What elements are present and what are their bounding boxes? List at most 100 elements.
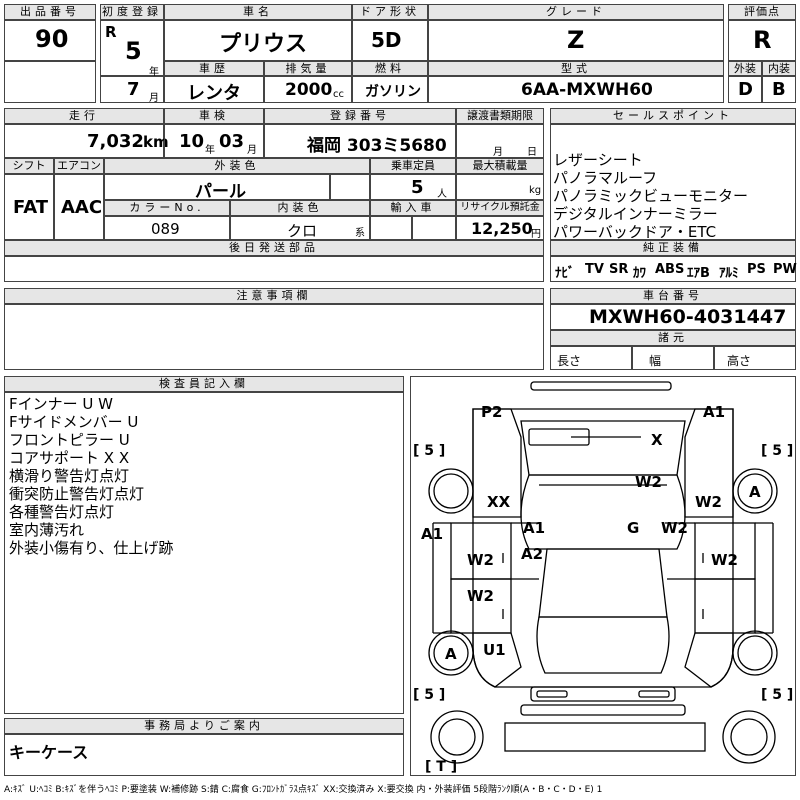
- ext-score-label: 外装: [728, 61, 762, 76]
- door-value: 5D: [371, 28, 402, 52]
- sales-point-1: レザーシート: [553, 151, 643, 169]
- model-label: 型式: [428, 61, 724, 76]
- fuel-value: ガソリン: [365, 84, 421, 100]
- tire-left-rear-depth: [ 5 ]: [413, 687, 445, 703]
- int-score-label: 内装: [762, 61, 796, 76]
- mark-a1-left-door: A1: [421, 525, 443, 543]
- office-cell: キーケース: [4, 734, 404, 776]
- first-reg-year: 5: [125, 37, 142, 65]
- first-reg-era: R: [105, 23, 117, 41]
- color-no-cell: 089: [104, 216, 230, 240]
- mileage-unit: km: [143, 133, 169, 151]
- equip-abs: ABS: [655, 262, 685, 277]
- sales-point-2: パノラマルーフ: [553, 169, 658, 187]
- mileage-cell: 7,032 km: [4, 124, 169, 158]
- displacement-cell: 2000 cc: [264, 76, 352, 103]
- int-color-value: クロ: [287, 222, 318, 240]
- history-cell: レンタ: [164, 76, 264, 104]
- plate-cell: 福岡 303ミ5680: [264, 124, 456, 158]
- color-no-value: 089: [151, 220, 180, 238]
- right-rear-fender: [684, 632, 734, 688]
- mark-w2-left-rear-door: W2: [467, 587, 494, 605]
- int-color-label: 内装色: [230, 200, 370, 216]
- lot-no-value: 90: [35, 25, 69, 53]
- displacement-label: 排気量: [264, 61, 352, 76]
- right-rear-door: [694, 578, 756, 634]
- shift-cell: FAT: [4, 174, 54, 240]
- ext-color-value: パール: [195, 182, 246, 202]
- sales-points-cell: レザーシート パノラマルーフ パノラミックビューモニター デジタルインナーミラー…: [550, 124, 796, 241]
- model-value: 6AA-MXWH60: [521, 80, 653, 100]
- inspector-label: 検査員記入欄: [4, 376, 404, 392]
- notes-cell: [4, 304, 544, 370]
- tire-left-front-depth: [ 5 ]: [413, 443, 445, 459]
- score-label: 評価点: [728, 4, 796, 20]
- ac-cell: AAC: [54, 174, 104, 240]
- plate-label: 登録番号: [264, 108, 456, 124]
- equip-airbag: ｴｱB: [687, 266, 710, 281]
- capacity-value: 5: [411, 177, 424, 198]
- rear-window: [536, 616, 670, 674]
- lot-no-blank: [4, 61, 96, 103]
- chassis-value: MXWH60-4031447: [589, 306, 787, 328]
- plate-value: 福岡 303ミ5680: [307, 136, 447, 156]
- windshield: [520, 474, 686, 550]
- right-front-wheel: [732, 468, 778, 514]
- inspection-year: 10: [179, 131, 205, 152]
- inspector-line-5: 横滑り警告灯点灯: [9, 467, 130, 485]
- grade-label: グレード: [428, 4, 724, 20]
- tire-right-front-depth: [ 5 ]: [761, 443, 793, 459]
- left-front-fender: [472, 408, 522, 518]
- car-name-cell: プリウス: [164, 20, 352, 61]
- specs-width-cell: 幅: [632, 346, 714, 370]
- door-cell: 5D: [352, 20, 428, 61]
- first-reg-year-unit: 年: [149, 67, 159, 78]
- transfer-month-unit: 月: [493, 147, 503, 158]
- mileage-value: 7,032: [87, 131, 144, 152]
- displacement-value: 2000: [285, 80, 333, 100]
- ext-score-cell: D: [728, 76, 762, 103]
- sales-point-3: パノラミックビューモニター: [553, 187, 749, 205]
- mark-a-left-rear-wheel: A: [445, 645, 457, 663]
- max-load-unit: kg: [529, 185, 542, 196]
- mark-a2-left: A2: [521, 545, 543, 563]
- sales-point-4: デジタルインナーミラー: [553, 205, 718, 223]
- first-reg-label: 初度登録: [100, 4, 164, 20]
- ext-color-label: 外装色: [104, 158, 370, 174]
- model-cell: 6AA-MXWH60: [428, 76, 724, 103]
- transfer-label: 譲渡書類期限: [456, 108, 544, 124]
- office-label: 事務局よりご案内: [4, 718, 404, 734]
- specs-label: 諸元: [550, 330, 796, 346]
- mark-w2-right-front-door: W2: [711, 551, 738, 569]
- lot-no-cell: 90: [4, 20, 96, 61]
- equip-alloy: ｱﾙﾐ: [719, 266, 739, 281]
- mark-w2-right-pillar: W2: [661, 519, 688, 537]
- capacity-label: 乗車定員: [370, 158, 456, 174]
- int-color-cell: クロ 系: [230, 216, 370, 240]
- equip-tv: TV: [585, 262, 604, 277]
- fuel-label: 燃料: [352, 61, 428, 76]
- rear-bumper: [530, 686, 676, 702]
- rear-bottom-strip: [520, 704, 686, 716]
- legend-text: A:ｷｽﾞ U:ﾍｺﾐ B:ｷｽﾞを伴うﾍｺﾐ P:要塗装 W:補修跡 S:錆 …: [4, 785, 603, 795]
- inspector-cell: Fインナー U W Fサイドメンバー U フロントピラー U コアサポート X …: [4, 392, 404, 714]
- inspector-line-8: 室内薄汚れ: [9, 521, 85, 539]
- mark-a-right-front-wheel: A: [749, 483, 761, 501]
- equip-navi: ﾅﾋﾞ: [555, 266, 575, 281]
- roof: [538, 548, 668, 618]
- later-parts-label: 後日発送部品: [4, 240, 544, 256]
- mark-u1-left-rear: U1: [483, 641, 506, 659]
- transfer-cell: 月 日: [456, 124, 544, 158]
- trunk-floor: [504, 722, 706, 752]
- mark-x-front: X: [651, 431, 663, 449]
- chassis-label: 車台番号: [550, 288, 796, 304]
- first-reg-month-unit: 月: [149, 93, 159, 104]
- history-value: レンタ: [187, 83, 241, 104]
- notes-label: 注意事項欄: [4, 288, 544, 304]
- later-parts-cell: [4, 256, 544, 282]
- car-name-label: 車名: [164, 4, 352, 20]
- mark-p2: P2: [481, 403, 502, 421]
- ext-score-value: D: [738, 79, 753, 100]
- lot-no-label: 出品番号: [4, 4, 96, 20]
- shift-value: FAT: [13, 197, 49, 218]
